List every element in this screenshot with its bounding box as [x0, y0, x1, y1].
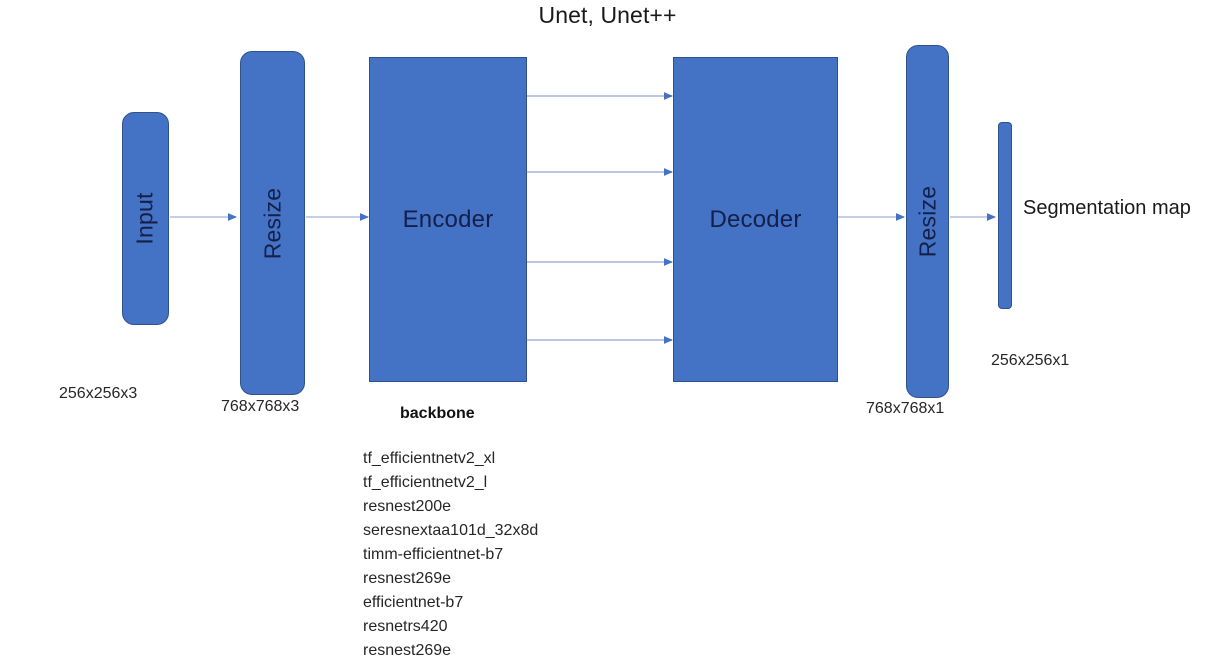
backbone-model-item: tf_efficientnetv2_l	[363, 474, 488, 491]
backbone-model-item: resnetrs420	[363, 618, 448, 635]
backbone-model-item: resnest200e	[363, 498, 452, 515]
caption-segmentation-map: Segmentation map	[1023, 197, 1191, 219]
block-decoder-label: Decoder	[709, 205, 802, 233]
backbone-model-item: efficientnet-b7	[363, 594, 464, 611]
block-resize-2-label: Resize	[914, 185, 941, 258]
backbone-model-item: resnest269e	[363, 642, 452, 659]
skip-connection-arrows	[527, 92, 673, 344]
block-input[interactable]: Input	[122, 112, 169, 325]
block-resize-2[interactable]: Resize	[906, 45, 949, 398]
block-resize-1-label: Resize	[259, 187, 286, 259]
diagram-title: Unet, Unet++	[538, 2, 677, 28]
block-output-bar[interactable]	[998, 122, 1012, 309]
block-encoder[interactable]: Encoder	[369, 57, 527, 382]
backbone-model-item: resnest269e	[363, 570, 452, 587]
caption-resize2-shape: 768x768x1	[866, 400, 945, 417]
caption-backbone-heading: backbone	[400, 405, 475, 422]
block-input-label: Input	[132, 192, 158, 245]
block-decoder[interactable]: Decoder	[673, 57, 838, 382]
backbone-model-list: tf_efficientnetv2_xl tf_efficientnetv2_l…	[363, 447, 538, 663]
block-resize-1[interactable]: Resize	[240, 51, 305, 395]
backbone-model-item: timm-efficientnet-b7	[363, 546, 504, 563]
backbone-model-item: tf_efficientnetv2_xl	[363, 450, 496, 467]
block-encoder-label: Encoder	[402, 205, 494, 233]
backbone-model-item: seresnextaa101d_32x8d	[363, 522, 539, 539]
caption-output-shape: 256x256x1	[991, 352, 1070, 369]
caption-resize1-shape: 768x768x3	[221, 398, 300, 415]
caption-input-shape: 256x256x3	[59, 385, 138, 402]
